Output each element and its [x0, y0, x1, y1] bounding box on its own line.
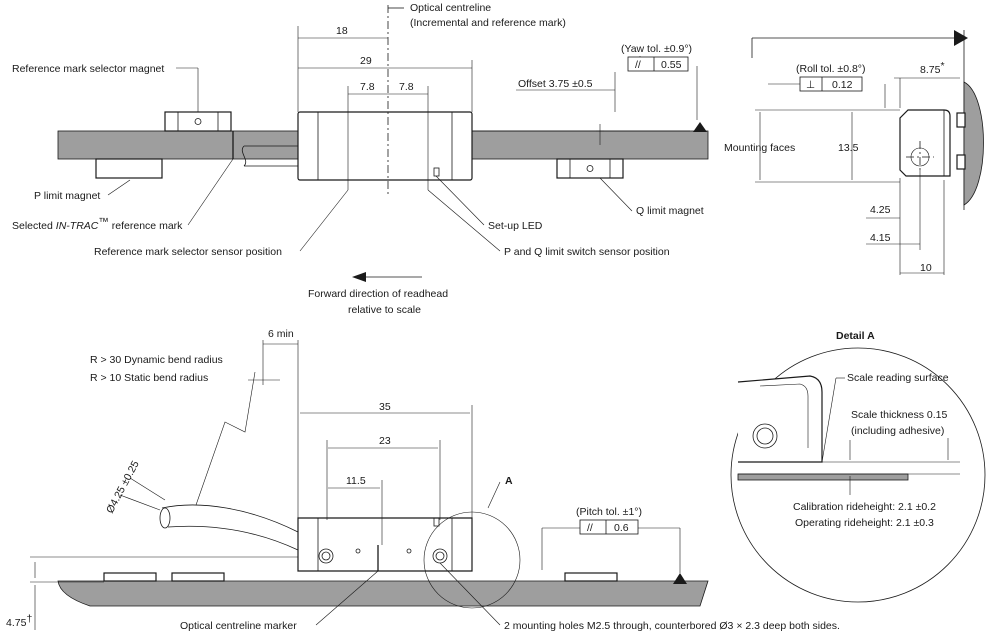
- side-view: [30, 340, 709, 630]
- offset-label: Offset 3.75 ±0.5: [518, 78, 593, 90]
- detail-a: [730, 347, 986, 603]
- mounting-hole-left: [318, 548, 334, 564]
- end-view: [751, 30, 984, 275]
- side-view-substrate: [57, 580, 709, 607]
- detail-a-scale: [737, 473, 909, 481]
- optical-centreline-sublabel: (Incremental and reference mark): [410, 17, 566, 29]
- scale-strip-right: [471, 130, 709, 160]
- selected-ref-mark-label: Selected IN-TRAC™ reference mark: [12, 216, 183, 232]
- end-view-bracket-upper: [956, 112, 966, 128]
- forward-direction-label-1: Forward direction of readhead: [308, 288, 448, 300]
- dim-4-75: 4.75†: [6, 613, 32, 629]
- datum-triangle-side: [673, 573, 687, 584]
- roll-tolerance-label: (Roll tol. ±0.8°): [796, 63, 865, 75]
- scale-reading-surface-label: Scale reading surface: [847, 372, 949, 384]
- end-view-bracket-lower: [956, 154, 966, 170]
- pq-limit-sensor-label: P and Q limit switch sensor position: [504, 246, 670, 258]
- ref-selector-magnet-label: Reference mark selector magnet: [12, 63, 164, 75]
- scale-strip-left: [57, 130, 299, 160]
- yaw-tolerance-frame: [627, 56, 689, 72]
- operating-rideheight-label: Operating rideheight: 2.1 ±0.3: [795, 517, 934, 529]
- dynamic-bend-label: R > 30 Dynamic bend radius: [90, 354, 223, 366]
- scale-thickness-label: Scale thickness 0.15: [851, 409, 947, 421]
- dim-7-8-right: 7.8: [399, 81, 414, 93]
- calibration-rideheight-label: Calibration rideheight: 2.1 ±0.2: [793, 501, 936, 513]
- forward-direction-label-2: relative to scale: [348, 304, 421, 316]
- dim-23: 23: [379, 435, 391, 447]
- six-min-label: 6 min: [268, 328, 294, 340]
- detail-a-ref-label: A: [505, 475, 513, 487]
- readhead-body-end: [899, 109, 951, 177]
- readhead-cable-side: [161, 504, 299, 551]
- optical-centreline-label: Optical centreline: [410, 2, 491, 14]
- dim-18: 18: [336, 25, 348, 37]
- p-limit-magnet-label: P limit magnet: [34, 190, 100, 202]
- dim-4-15: 4.15: [870, 232, 891, 244]
- dim-7-8-left: 7.8: [360, 81, 375, 93]
- dim-13-5: 13.5: [838, 142, 859, 154]
- roll-tolerance-frame: [799, 76, 863, 92]
- detail-a-circle: [730, 347, 986, 603]
- readhead-body-side: [297, 517, 473, 572]
- setup-led-label: Set-up LED: [488, 220, 543, 232]
- optical-centreline-marker-label: Optical centreline marker: [180, 620, 297, 632]
- ref-sensor-position-label: Reference mark selector sensor position: [94, 246, 282, 258]
- readhead-body-top: [297, 111, 473, 181]
- dim-29: 29: [360, 55, 372, 67]
- static-bend-label: R > 10 Static bend radius: [90, 372, 208, 384]
- p-limit-magnet: [95, 158, 163, 179]
- including-adhesive-label: (including adhesive): [851, 425, 944, 437]
- pitch-tolerance-frame: [579, 519, 639, 535]
- mounting-holes-label: 2 mounting holes M2.5 through, counterbo…: [504, 620, 840, 632]
- yaw-tolerance-label: (Yaw tol. ±0.9°): [621, 43, 692, 55]
- cable-diameter-label: Ø4.25 ±0.25: [104, 459, 142, 516]
- setup-led: [433, 167, 440, 177]
- roll-tolerance-value: 0.12: [832, 79, 853, 91]
- pitch-tolerance-value: 0.6: [614, 522, 629, 534]
- yaw-tolerance-symbol: //: [635, 59, 641, 71]
- pitch-tolerance-symbol: //: [587, 522, 593, 534]
- roll-tolerance-symbol: ⊥: [806, 79, 815, 91]
- datum-triangle-end: [954, 30, 968, 46]
- q-limit-magnet-label: Q limit magnet: [636, 205, 704, 217]
- dim-8-75: 8.75*: [920, 60, 945, 76]
- detail-a-title: Detail A: [836, 330, 875, 342]
- mounting-faces-label: Mounting faces: [724, 142, 795, 154]
- dim-10: 10: [920, 262, 932, 274]
- top-view: [57, 5, 709, 282]
- pitch-tolerance-label: (Pitch tol. ±1°): [576, 506, 642, 518]
- datum-triangle-top: [693, 122, 707, 132]
- readhead-cable-top: [241, 145, 298, 167]
- reference-mark-selector-magnet: [164, 111, 232, 132]
- yaw-tolerance-value: 0.55: [661, 59, 682, 71]
- dim-11-5: 11.5: [346, 475, 366, 487]
- end-view-mounting-wall: [963, 81, 984, 206]
- q-limit-magnet: [556, 158, 624, 179]
- detail-a-readhead: [737, 375, 823, 463]
- dim-4-25: 4.25: [870, 204, 891, 216]
- dim-35: 35: [379, 401, 391, 413]
